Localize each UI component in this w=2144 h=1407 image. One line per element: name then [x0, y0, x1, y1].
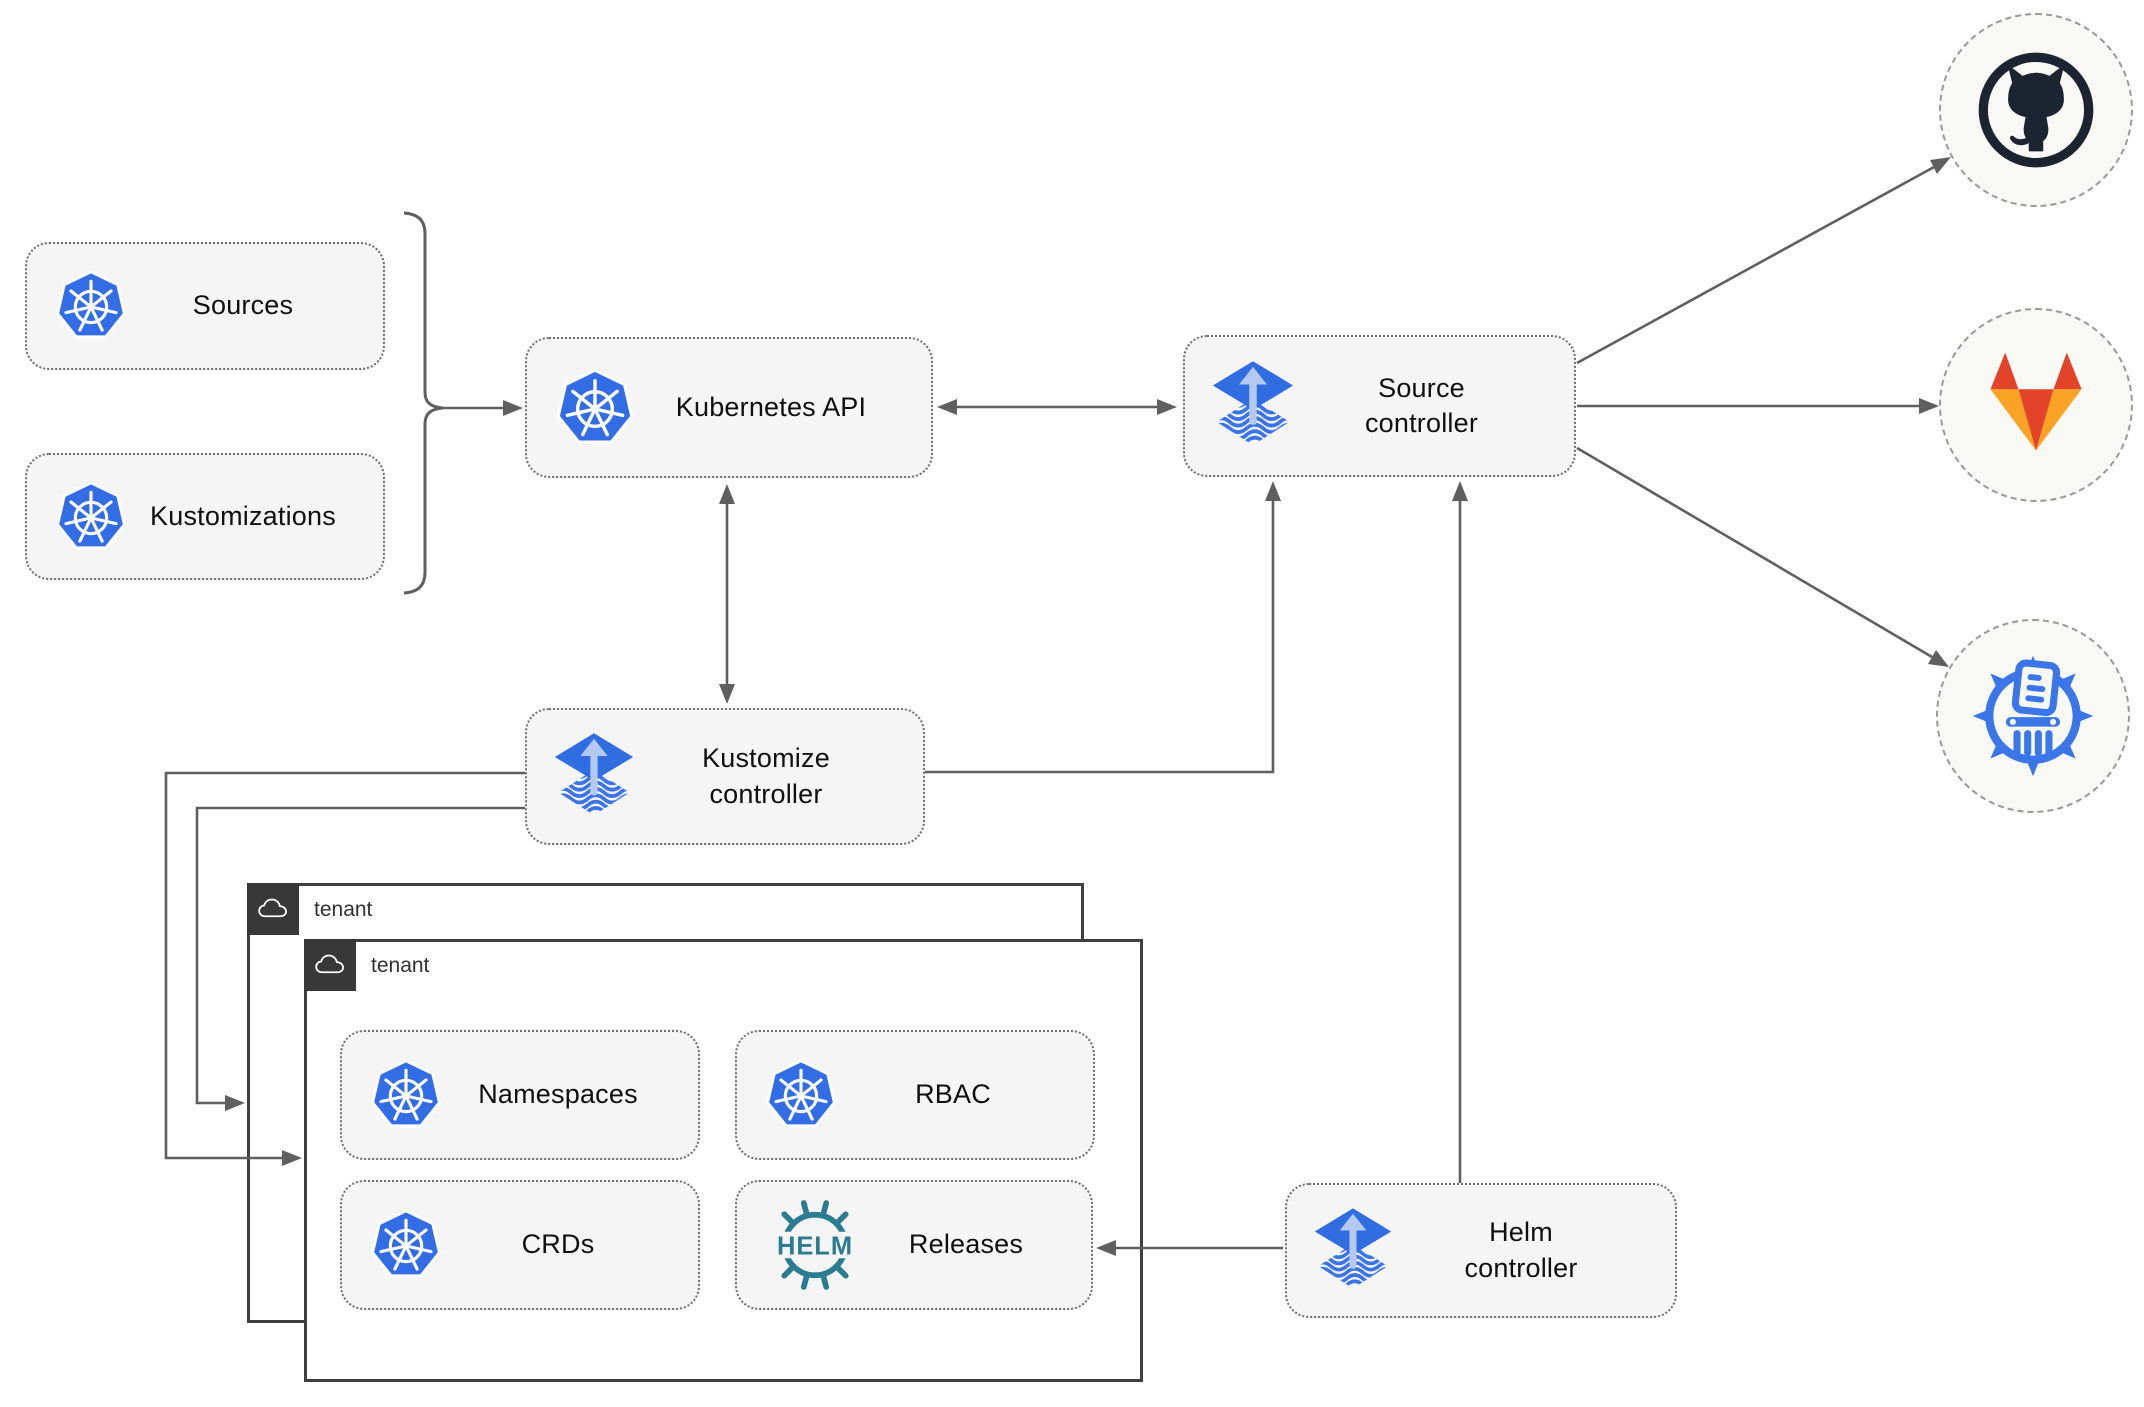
tenant-header-badge	[304, 939, 356, 991]
node-kustomize-controller: Kustomize controller	[525, 708, 925, 845]
helm-wordmark: HELM	[777, 1232, 853, 1260]
node-label: CRDs	[521, 1229, 595, 1260]
flux-icon	[1211, 358, 1295, 454]
flux-icon	[1313, 1205, 1393, 1297]
node-rbac: RBAC	[735, 1030, 1095, 1160]
node-label: Kustomize controller	[702, 743, 830, 809]
edge-kustomize-source	[925, 501, 1275, 774]
cloud-icon	[314, 954, 346, 976]
node-helm-controller: Helm controller	[1285, 1183, 1677, 1318]
edge-source-github	[1576, 165, 1935, 365]
node-sources: Sources	[25, 242, 385, 370]
node-github	[1939, 13, 2133, 207]
node-label: RBAC	[915, 1079, 991, 1110]
flux-icon	[553, 730, 635, 824]
helm-wheel-icon: HELM	[765, 1200, 865, 1290]
github-icon	[1978, 52, 2094, 168]
gitlab-icon	[1990, 352, 2082, 451]
node-label: Kubernetes API	[675, 391, 867, 422]
kubernetes-icon	[53, 479, 129, 555]
edge-source-chartrepo	[1576, 446, 1933, 659]
node-namespaces: Namespaces	[340, 1030, 700, 1160]
tenant-label: tenant	[371, 954, 430, 977]
node-label: Helm controller	[1464, 1217, 1578, 1283]
kubernetes-icon	[553, 366, 637, 450]
node-kustomizations: Kustomizations	[25, 453, 385, 580]
brace	[403, 211, 444, 595]
node-kubernetes-api: Kubernetes API	[525, 337, 933, 478]
tenant-label: tenant	[314, 898, 373, 921]
node-label: Namespaces	[478, 1079, 638, 1110]
kubernetes-icon	[53, 268, 129, 344]
chart-repository-icon	[1972, 655, 2094, 777]
kubernetes-icon	[368, 1207, 444, 1283]
kubernetes-icon	[763, 1057, 839, 1133]
kubernetes-icon	[368, 1057, 444, 1133]
cloud-icon	[257, 898, 289, 920]
node-chart-repository	[1936, 619, 2130, 813]
node-gitlab	[1939, 308, 2133, 502]
node-label: Kustomizations	[150, 500, 336, 531]
node-crds: CRDs	[340, 1180, 700, 1310]
node-label: Releases	[908, 1229, 1024, 1260]
tenant-header-badge	[247, 883, 299, 935]
node-label: Source controller	[1364, 372, 1479, 438]
node-label: Sources	[192, 290, 294, 321]
node-source-controller: Source controller	[1183, 335, 1576, 477]
tenant-inner-box: tenant	[304, 939, 1143, 1382]
node-releases: HELM Releases	[735, 1180, 1093, 1310]
